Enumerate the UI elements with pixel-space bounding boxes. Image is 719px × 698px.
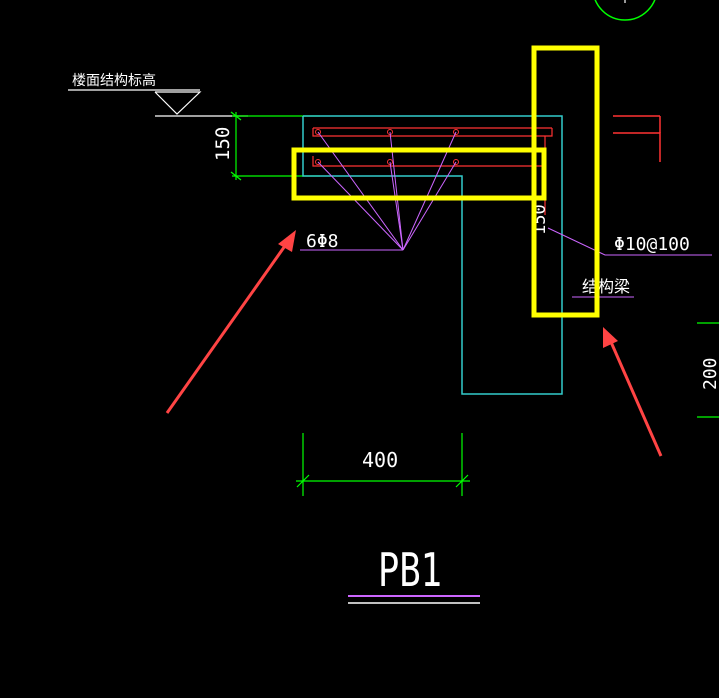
triangle-elevation-icon [154,91,202,115]
stirrup-leader-line [547,227,712,256]
rebar-bottom-label: 6Φ8 [306,231,339,252]
slab-thickness-dimension: 150 [212,111,320,181]
stirrup-label: Φ10@100 [614,234,690,255]
dim-slab-text: 150 [212,127,234,161]
highlight-box-vertical [531,45,600,318]
bottom-dimension: 400 [296,433,470,496]
elevation-marker: 楼面结构标高 [68,72,248,117]
red-arrow-icon [165,230,296,414]
highlight-box-horizontal [291,147,547,201]
drawing-title: PB1 [378,543,442,597]
dim-bottom-text: 400 [362,448,398,472]
dim-right-text: 200 [700,357,719,390]
red-arrow-icon [603,327,663,457]
top-circle-marker [594,0,656,21]
beam-label: 结构梁 [582,277,630,296]
right-dimension: 200 [697,322,719,418]
section-outline [302,115,563,395]
floor-elevation-label: 楼面结构标高 [72,72,156,89]
corner-mark [613,132,661,162]
